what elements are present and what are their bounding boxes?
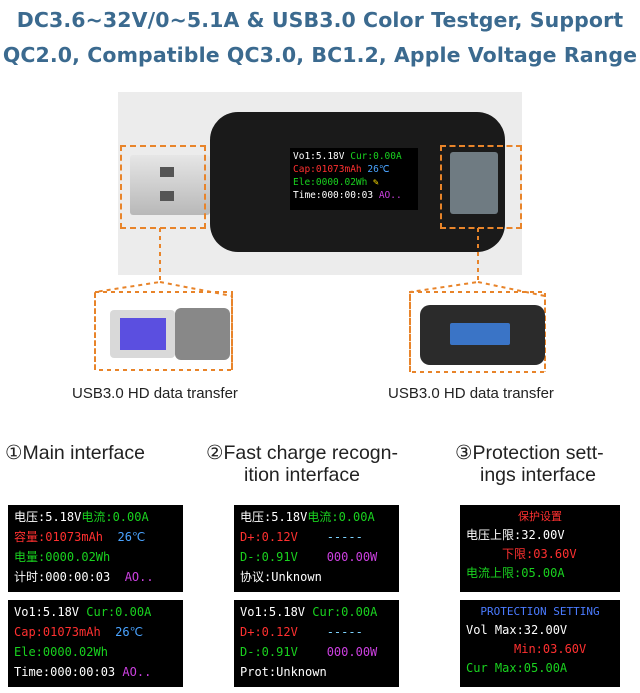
section-prot-title-2: ings interface — [480, 464, 596, 486]
time-label: Time:000:00:03 — [14, 665, 116, 679]
voltage-label: Vo1:5.18V — [14, 605, 80, 619]
header-line-1: DC3.6~32V/0~5.1A & USB3.0 Color Testger,… — [16, 8, 624, 32]
fast-screen-cn: 电压:5.18V电流:0.00A D+:0.12V ----- D-:0.91V… — [234, 505, 399, 592]
caption-left: USB3.0 HD data transfer — [72, 385, 238, 402]
dminus-label: D-:0.91V — [240, 645, 298, 659]
prot-header: PROTECTION SETTING — [480, 605, 600, 618]
usb-female-port — [450, 152, 498, 214]
section-fast-title-1: ②Fast charge recogn- — [206, 442, 398, 464]
dplus-label: D+:0.12V — [240, 625, 298, 639]
energy-label: 电量:0000.02Wh — [14, 550, 111, 564]
protocol-label: 协议:Unknown — [240, 570, 322, 584]
device-ao: AO.. — [378, 190, 402, 201]
dash-label: ----- — [326, 625, 363, 639]
device-time: Time:000:00:03 — [293, 190, 374, 201]
cur-max-label: Cur Max:05.00A — [466, 661, 568, 675]
current-label: Cur:0.00A — [86, 605, 152, 619]
vol-max-label: 电压上限:32.00V — [466, 528, 565, 542]
prot-screen-cn: 保护设置 电压上限:32.00V 下限:03.60V 电流上限:05.00A — [460, 505, 620, 592]
usb-plug-closeup — [110, 308, 230, 360]
wrench-icon: ✎ — [373, 177, 379, 188]
prot-header: 保护设置 — [518, 510, 562, 523]
dash-label: ----- — [326, 530, 363, 544]
fast-screen-en: Vo1:5.18V Cur:0.00A D+:0.12V ----- D-:0.… — [234, 600, 399, 687]
device-current: Cur:0.00A — [350, 151, 402, 162]
vol-min-label: 下限:03.60V — [502, 547, 577, 561]
cur-max-label: 电流上限:05.00A — [466, 566, 565, 580]
section-main-title: ①Main interface — [5, 442, 145, 464]
prot-screen-en: PROTECTION SETTING Vol Max:32.00V Min:03… — [460, 600, 620, 687]
device-capacity: Cap:01073mAh — [293, 164, 362, 175]
capacity-label: Cap:01073mAh — [14, 625, 101, 639]
right-highlight-box — [440, 145, 522, 229]
device-voltage: Vo1:5.18V — [293, 151, 345, 162]
vol-max-label: Vol Max:32.00V — [466, 623, 568, 637]
header-line-2: QC2.0, Compatible QC3.0, BC1.2, Apple Vo… — [2, 43, 638, 67]
power-label: 000.00W — [326, 645, 378, 659]
usb-male-plug — [130, 155, 210, 215]
ao-label: AO.. — [122, 665, 152, 679]
temperature-label: 26℃ — [117, 530, 146, 544]
current-label: 电流:0.00A — [81, 510, 149, 524]
caption-right: USB3.0 HD data transfer — [388, 385, 554, 402]
left-highlight-box — [120, 145, 206, 229]
protocol-label: Prot:Unknown — [240, 665, 327, 679]
main-screen-en: Vo1:5.18V Cur:0.00A Cap:01073mAh 26℃ Ele… — [8, 600, 183, 687]
power-label: 000.00W — [326, 550, 378, 564]
ao-label: AO.. — [124, 570, 154, 584]
voltage-label: Vo1:5.18V — [240, 605, 306, 619]
device-screen: Vo1:5.18V Cur:0.00A Cap:01073mAh 26℃ Ele… — [290, 148, 418, 210]
vol-min-label: Min:03.60V — [514, 642, 587, 656]
current-label: Cur:0.00A — [312, 605, 378, 619]
usb-socket-closeup — [420, 305, 545, 365]
voltage-label: 电压:5.18V — [14, 510, 82, 524]
section-fast-title-2: ition interface — [244, 464, 360, 486]
dplus-label: D+:0.12V — [240, 530, 298, 544]
dminus-label: D-:0.91V — [240, 550, 298, 564]
voltage-label: 电压:5.18V — [240, 510, 308, 524]
device-energy: Ele:0000.02Wh — [293, 177, 368, 188]
section-prot-title-1: ③Protection sett- — [455, 442, 604, 464]
temperature-label: 26℃ — [115, 625, 144, 639]
main-screen-cn: 电压:5.18V电流:0.00A 容量:01073mAh 26℃ 电量:0000… — [8, 505, 183, 592]
current-label: 电流:0.00A — [307, 510, 375, 524]
capacity-label: 容量:01073mAh — [14, 530, 104, 544]
time-label: 计时:000:00:03 — [14, 570, 111, 584]
energy-label: Ele:0000.02Wh — [14, 645, 108, 659]
device-temp: 26℃ — [367, 164, 390, 175]
